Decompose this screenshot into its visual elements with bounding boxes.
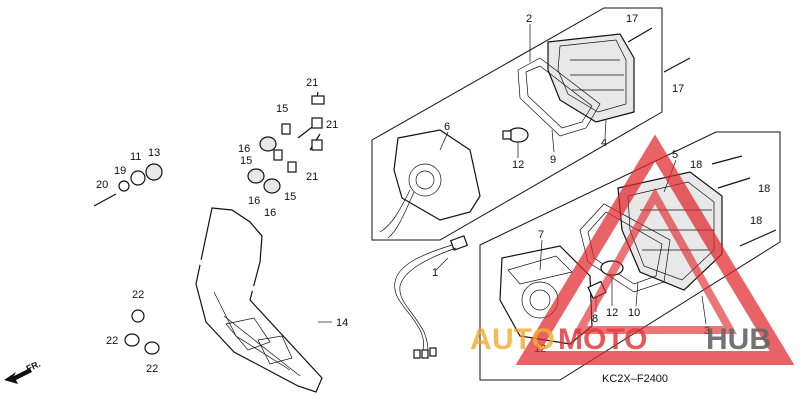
callout-4: 4 (601, 137, 607, 149)
lower-group-frame (479, 131, 781, 381)
watermark-moto: MOTO (558, 323, 647, 356)
wire-harness (394, 235, 469, 359)
callout-15-a: 15 (276, 103, 288, 115)
screws-17 (627, 27, 691, 73)
watermark-logo: A UTO MOTO HUB (470, 134, 795, 365)
diagram-code: KC2X–F2400 (602, 373, 668, 385)
watermark-triangle-icon (515, 134, 795, 365)
watermark-a: A (470, 323, 492, 356)
callout-18-c: 18 (750, 215, 762, 227)
watermark-hub: HUB (706, 323, 771, 356)
callout-19: 19 (114, 165, 126, 177)
callout-10: 10 (628, 307, 640, 319)
upper-housing (379, 129, 481, 239)
upper-gasket (517, 57, 601, 137)
license-bracket (195, 207, 323, 393)
watermark-uto: UTO (492, 323, 555, 356)
callout-13: 13 (148, 147, 160, 159)
callout-17-b: 17 (672, 83, 684, 95)
callout-22-a: 22 (132, 289, 144, 301)
callout-22-b: 22 (106, 335, 118, 347)
callout-18-a: 18 (690, 159, 702, 171)
callouts: 1 2 3 4 5 6 7 8 9 10 11 12 12 12 13 14 1… (96, 13, 770, 375)
callout-8: 8 (592, 313, 598, 325)
upper-group-frame (371, 7, 663, 241)
callout-22-c: 22 (146, 363, 158, 375)
callout-16-b: 16 (248, 195, 260, 207)
callout-12-lower: 12 (606, 307, 618, 319)
callout-12-upper: 12 (512, 159, 524, 171)
callout-15-b: 15 (240, 155, 252, 167)
lower-lens (617, 171, 723, 291)
upper-lens (547, 33, 635, 123)
stay-bar (157, 239, 323, 325)
callout-20: 20 (96, 179, 108, 191)
callout-2: 2 (526, 13, 532, 25)
upper-bulb (502, 127, 529, 143)
callout-18-b: 18 (758, 183, 770, 195)
callout-9: 9 (550, 154, 556, 166)
callout-21-b: 21 (326, 119, 338, 131)
callout-21-c: 21 (306, 171, 318, 183)
leader-lines (318, 24, 707, 325)
callout-15-c: 15 (284, 191, 296, 203)
callout-14: 14 (336, 317, 348, 329)
small-hardware (93, 91, 325, 355)
callout-1: 1 (432, 267, 438, 279)
callout-16-c: 16 (264, 207, 276, 219)
screws-18 (711, 155, 777, 247)
callout-6: 6 (444, 121, 450, 133)
front-direction-arrow: FR. (4, 359, 42, 384)
callout-16-a: 16 (238, 143, 250, 155)
lower-housing (499, 245, 593, 345)
front-label: FR. (25, 359, 42, 374)
callout-21-a: 21 (306, 77, 318, 89)
callout-7: 7 (538, 229, 544, 241)
callout-11: 11 (130, 151, 141, 163)
callout-17-a: 17 (626, 13, 638, 25)
callout-5: 5 (672, 149, 678, 161)
